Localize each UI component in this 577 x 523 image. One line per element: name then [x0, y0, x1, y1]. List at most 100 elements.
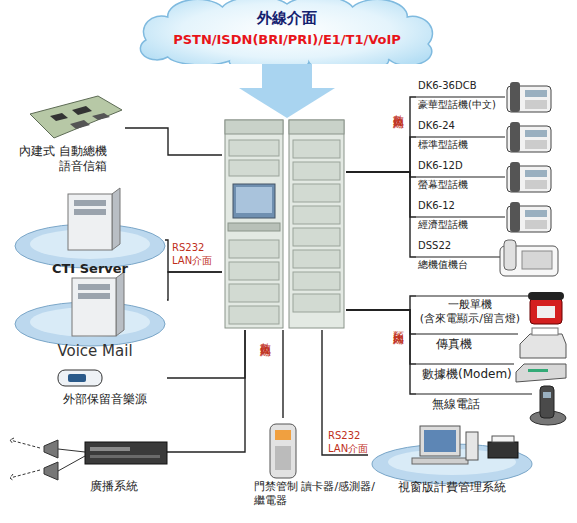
extension-line: [346, 310, 416, 334]
rack-shelf: [293, 162, 340, 180]
extension-line: [346, 172, 416, 257]
edge-label: RS232 LAN介面: [172, 242, 218, 267]
operator-console: [500, 240, 558, 276]
digital-phone-row: DK6-24標準型話機: [416, 120, 561, 156]
phone-handset: [540, 386, 554, 418]
row-wire: [416, 176, 505, 177]
broadcast-system: 廣播系統: [28, 435, 167, 497]
digital-phone: [507, 162, 551, 192]
fax-body: [520, 334, 566, 358]
node-label: 廣播系統: [90, 479, 167, 494]
extension-line: [346, 310, 416, 364]
phone-display: [525, 170, 547, 177]
node-label: 內建式 自動總機 語音信箱: [7, 144, 107, 174]
billing-system: 視窗版計費管理系統: [368, 418, 533, 500]
rack-shelf: [229, 240, 279, 258]
extension-wires: [416, 97, 532, 394]
rack-shelf: [293, 184, 340, 202]
phone-display: [543, 392, 551, 398]
handset-screen: [275, 430, 291, 440]
music-device: [58, 370, 102, 386]
rack: [225, 120, 283, 328]
row-wire: [416, 136, 505, 137]
device-display: [68, 374, 86, 382]
analog-phone-row: 一般單機 (含來電顯示/留言燈): [416, 292, 561, 330]
node-label: 門禁管制 讀卡器/感測器/繼電器: [254, 480, 375, 508]
cti-server: [15, 188, 165, 268]
trunk-arrow: [262, 64, 312, 88]
digital-phone: [507, 82, 551, 112]
node-label: 傳真機: [436, 337, 516, 352]
extension-line: [125, 128, 222, 155]
monitor-screen: [424, 430, 456, 452]
chip: [72, 106, 92, 115]
music-source: [58, 370, 102, 386]
monitor: [420, 426, 460, 456]
digital-phone: [507, 202, 551, 232]
pc-tower: [466, 432, 478, 460]
extension-line: [346, 172, 416, 177]
phone-display: [537, 306, 555, 318]
node-label: 標準型話機: [418, 139, 506, 152]
monitor: [233, 184, 275, 218]
handset-body: [270, 424, 296, 478]
phone-handset: [510, 82, 520, 112]
rack-shelf: [229, 262, 279, 280]
node-label: 豪華型話機(中文): [418, 99, 506, 112]
phone-handset: [510, 122, 520, 152]
console-handset: [504, 240, 516, 270]
edge-label: 數位內線: [391, 106, 405, 110]
keyboard: [412, 458, 468, 464]
cordless-phone: [530, 386, 566, 425]
node-label: CTI Server: [40, 261, 140, 277]
rack-shelf: [229, 140, 279, 156]
node-label: PSTN/ISDN(BRI/PRI)/E1/T1/VoIP: [128, 32, 446, 48]
extension-line: [167, 330, 245, 452]
extension-line: [346, 172, 416, 217]
node-label: 視窗版計費管理系統: [398, 480, 533, 495]
node-label: Voice Mail: [40, 342, 150, 361]
modem-row: 數據機(Modem): [416, 360, 561, 388]
node-label: 無線電話: [432, 397, 512, 412]
phone-keys: [525, 100, 547, 109]
row-wire: [416, 216, 505, 217]
digital-phone-row: DK6-12D螢幕型話機: [416, 160, 561, 196]
sound-arrow: [10, 470, 40, 481]
edge-label: 類比內線: [391, 322, 405, 326]
speaker-horn: [44, 462, 58, 480]
rack-top: [225, 120, 283, 134]
phone-body: [530, 298, 562, 324]
phone-handset: [528, 292, 564, 300]
server-side: [112, 188, 120, 250]
rack-shelf: [293, 250, 340, 268]
row-wire: [416, 393, 532, 394]
drive-bay: [74, 209, 106, 215]
node-label: 外部保留音樂源: [63, 392, 167, 407]
row-wire: [416, 96, 505, 97]
operator-console-row: DSS22總機值機台: [416, 240, 561, 276]
rack-top: [289, 120, 344, 134]
node-label: 螢幕型話機: [418, 179, 506, 192]
analog-phone: [528, 292, 564, 324]
phone-handset: [510, 162, 520, 192]
server-tower: [68, 194, 112, 250]
extension-line: [167, 330, 245, 378]
node-label: DSS22: [418, 240, 506, 253]
node-label: DK6-36DCB: [418, 80, 506, 93]
circuit-board: [30, 96, 122, 138]
speaker-horn: [44, 440, 58, 458]
server-side: [116, 272, 124, 336]
rack-shelf: [293, 272, 340, 290]
drive-bay: [78, 293, 110, 299]
rack-shelf: [293, 206, 340, 224]
amplifier-panel: [90, 447, 130, 451]
digital-phone-row: DK6-12經濟型話機: [416, 200, 561, 236]
cordless-phone-row: 無線電話: [416, 390, 561, 426]
rack: [289, 120, 344, 328]
extension-line: [167, 272, 222, 300]
row-wire: [416, 295, 528, 296]
digital-phone: [507, 122, 551, 152]
digital-phone-row: DK6-36DCB 豪華型話機(中文): [416, 80, 561, 116]
